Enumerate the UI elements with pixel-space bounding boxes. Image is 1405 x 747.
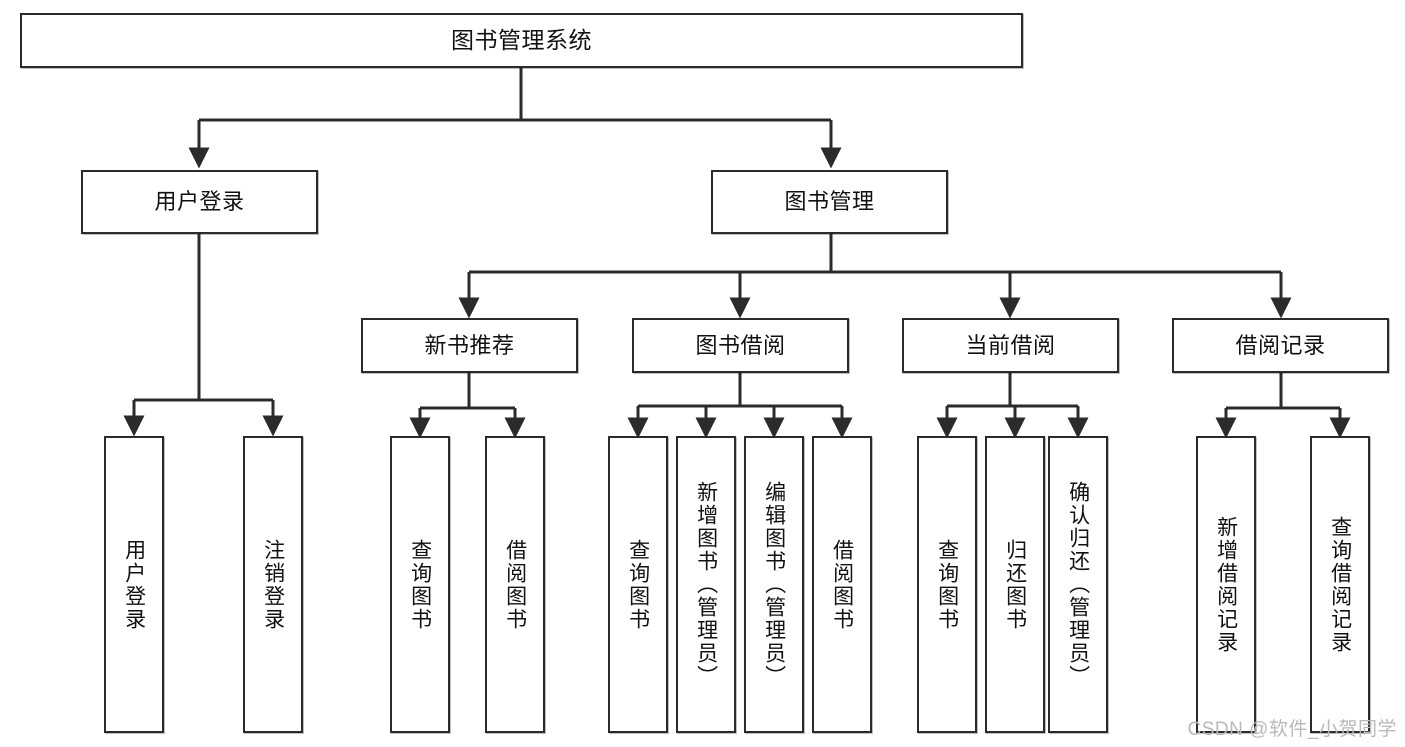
node-new-book-recommend[interactable]: 新书推荐 — [361, 318, 578, 373]
node-leaf-label: 新增借阅记录 — [1214, 515, 1238, 654]
node-user-login-label: 用户登录 — [154, 189, 245, 215]
node-leaf-label: 用户登录 — [122, 538, 146, 631]
node-leaf-borrow-book-rec[interactable]: 借阅图书 — [485, 436, 545, 733]
node-leaf-confirm-return[interactable]: 确认归还（管理员） — [1048, 436, 1108, 733]
csdn-watermark: CSDN @软件_小贺同学 — [1187, 719, 1397, 740]
node-leaf-edit-book-admin[interactable]: 编辑图书（管理员） — [744, 436, 804, 733]
node-leaf-label: 借阅图书 — [830, 538, 854, 631]
node-leaf-label: 借阅图书 — [503, 538, 527, 631]
node-leaf-logout[interactable]: 注销登录 — [243, 436, 303, 733]
node-leaf-query-book[interactable]: 查询图书 — [608, 436, 668, 733]
node-leaf-label: 注销登录 — [261, 538, 285, 631]
node-book-manage-label: 图书管理 — [784, 189, 875, 215]
node-leaf-add-borrow-record[interactable]: 新增借阅记录 — [1196, 436, 1256, 733]
node-leaf-query-borrow-record[interactable]: 查询借阅记录 — [1310, 436, 1370, 733]
node-leaf-query-book-rec[interactable]: 查询图书 — [390, 436, 450, 733]
node-book-manage[interactable]: 图书管理 — [711, 170, 948, 234]
node-current-borrow-label: 当前借阅 — [965, 332, 1056, 358]
node-leaf-label: 查询图书 — [935, 538, 959, 631]
node-leaf-label: 查询图书 — [626, 538, 650, 631]
node-borrow-record-label: 借阅记录 — [1235, 332, 1326, 358]
node-leaf-label: 查询图书 — [408, 538, 432, 631]
node-leaf-user-login[interactable]: 用户登录 — [104, 436, 164, 733]
node-root-system[interactable]: 图书管理系统 — [20, 13, 1023, 68]
node-root-label: 图书管理系统 — [451, 26, 592, 53]
node-leaf-borrow-book[interactable]: 借阅图书 — [812, 436, 872, 733]
node-leaf-add-book-admin[interactable]: 新增图书（管理员） — [676, 436, 736, 733]
node-leaf-label: 查询借阅记录 — [1328, 515, 1352, 654]
node-current-borrow[interactable]: 当前借阅 — [902, 318, 1119, 373]
node-user-login[interactable]: 用户登录 — [81, 170, 318, 234]
node-new-book-recommend-label: 新书推荐 — [424, 332, 515, 358]
node-leaf-query-book-cur[interactable]: 查询图书 — [917, 436, 977, 733]
node-book-borrow-label: 图书借阅 — [695, 332, 786, 358]
node-leaf-label: 确认归还（管理员） — [1066, 481, 1090, 688]
node-leaf-label: 编辑图书（管理员） — [762, 481, 786, 688]
node-leaf-label: 新增图书（管理员） — [694, 481, 718, 688]
node-leaf-return-book[interactable]: 归还图书 — [985, 436, 1045, 733]
node-leaf-label: 归还图书 — [1003, 538, 1027, 631]
node-book-borrow[interactable]: 图书借阅 — [632, 318, 849, 373]
node-borrow-record[interactable]: 借阅记录 — [1172, 318, 1389, 373]
